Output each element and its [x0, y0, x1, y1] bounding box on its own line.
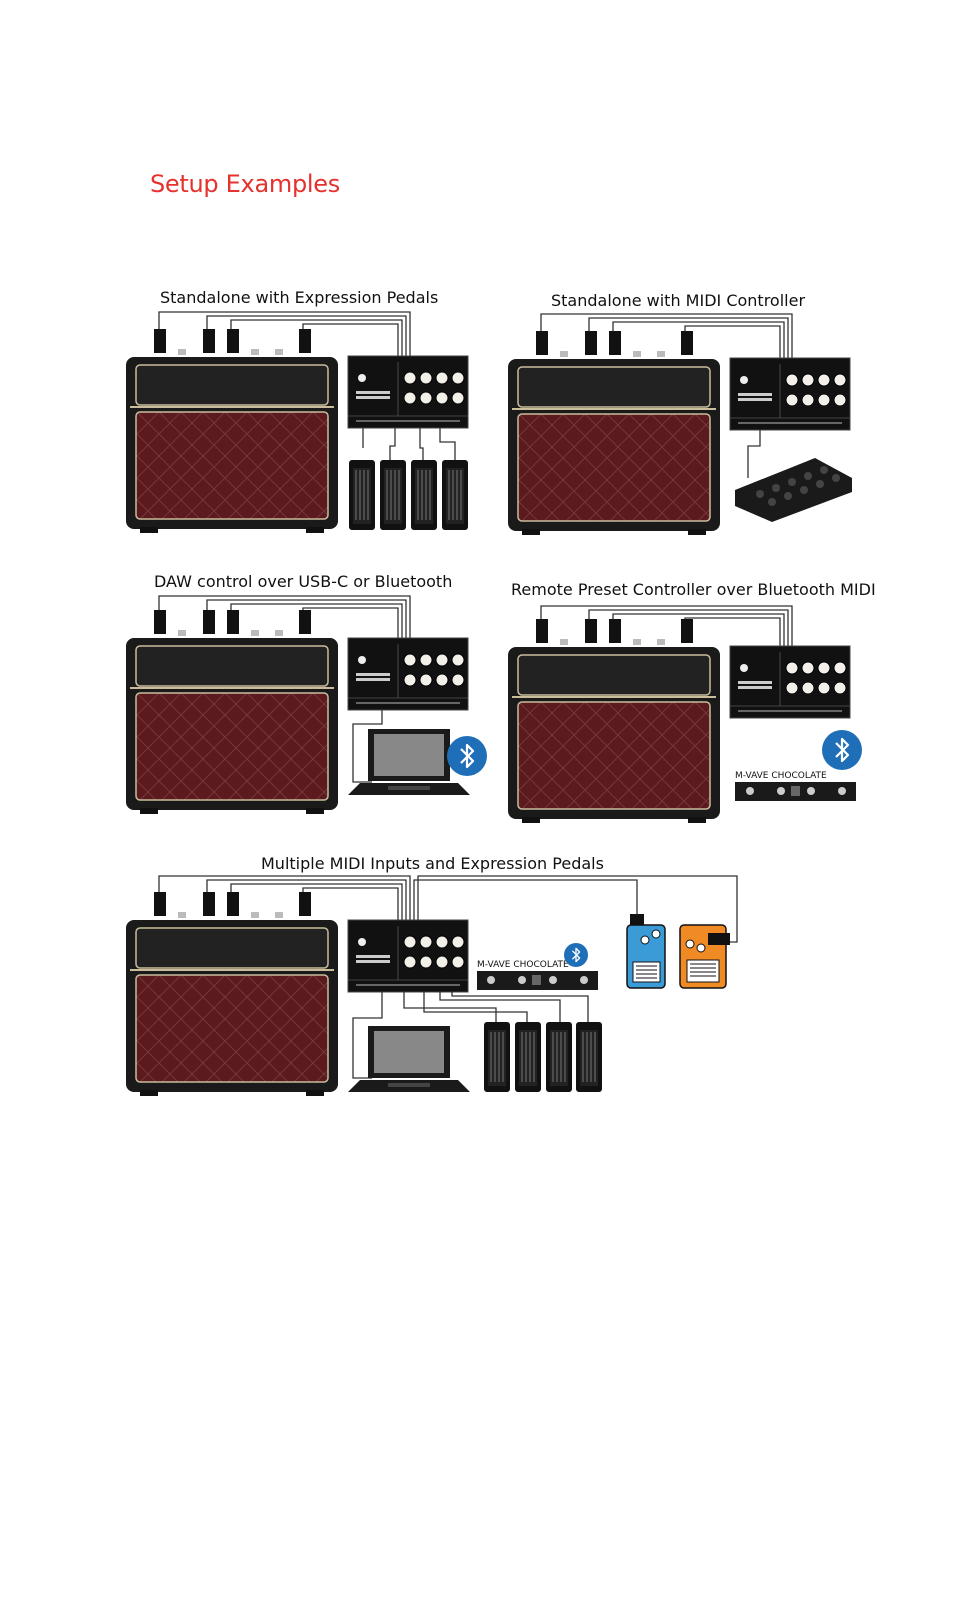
- panel-title-expression-pedals: Standalone with Expression Pedals: [160, 288, 439, 307]
- servo-controller: [347, 355, 469, 429]
- expression-pedal-icon: [441, 459, 469, 531]
- servo-plugs: [154, 610, 311, 636]
- panel-multiple-midi: M-VAVE CHOCOLATE: [125, 875, 738, 1097]
- bluetooth-icon: [820, 728, 864, 772]
- bluetooth-icon: [563, 942, 589, 968]
- expression-pedal-icon: [348, 459, 376, 531]
- amp: [125, 919, 339, 1097]
- midi-controller-icon: [735, 458, 852, 522]
- laptop-icon: [348, 1026, 470, 1092]
- servo-controller: [347, 637, 469, 711]
- servo-plugs: [536, 331, 693, 357]
- footswitch-label: M-VAVE CHOCOLATE: [735, 771, 827, 781]
- expression-pedal-icon: [545, 1021, 573, 1093]
- amp: [507, 358, 721, 536]
- panel-title-remote-preset: Remote Preset Controller over Bluetooth …: [511, 580, 876, 599]
- expression-pedal-icon: [514, 1021, 542, 1093]
- panel-remote-preset: M-VAVE CHOCOLATE: [507, 605, 864, 824]
- panel-title-midi-controller: Standalone with MIDI Controller: [551, 291, 806, 310]
- servo-controller: [347, 919, 469, 993]
- panel-title-daw-control: DAW control over USB-C or Bluetooth: [154, 572, 453, 591]
- panel-midi-controller: [507, 313, 852, 536]
- servo-plugs: [536, 619, 693, 645]
- expression-pedal-icon: [410, 459, 438, 531]
- footswitch-controller: [477, 971, 598, 990]
- expression-pedal-icon: [575, 1021, 603, 1093]
- expression-pedal-icon: [483, 1021, 511, 1093]
- servo-plugs: [154, 329, 311, 355]
- amp: [125, 637, 339, 815]
- servo-controller: [729, 357, 851, 431]
- guitar-pedal-icon: [626, 914, 666, 989]
- amp: [507, 646, 721, 824]
- panel-expression-pedals: [125, 311, 469, 534]
- panel-title-multiple-midi: Multiple MIDI Inputs and Expression Peda…: [261, 854, 604, 873]
- bluetooth-icon: [445, 734, 489, 778]
- footswitch-controller: [735, 782, 856, 801]
- servo-controller: [729, 645, 851, 719]
- expression-pedal-icon: [379, 459, 407, 531]
- page-heading: Setup Examples: [150, 170, 340, 198]
- amp: [125, 356, 339, 534]
- panel-daw-control: [125, 595, 489, 815]
- guitar-pedal-icon: [679, 924, 730, 989]
- servo-plugs: [154, 892, 311, 918]
- footswitch-label: M-VAVE CHOCOLATE: [477, 960, 569, 970]
